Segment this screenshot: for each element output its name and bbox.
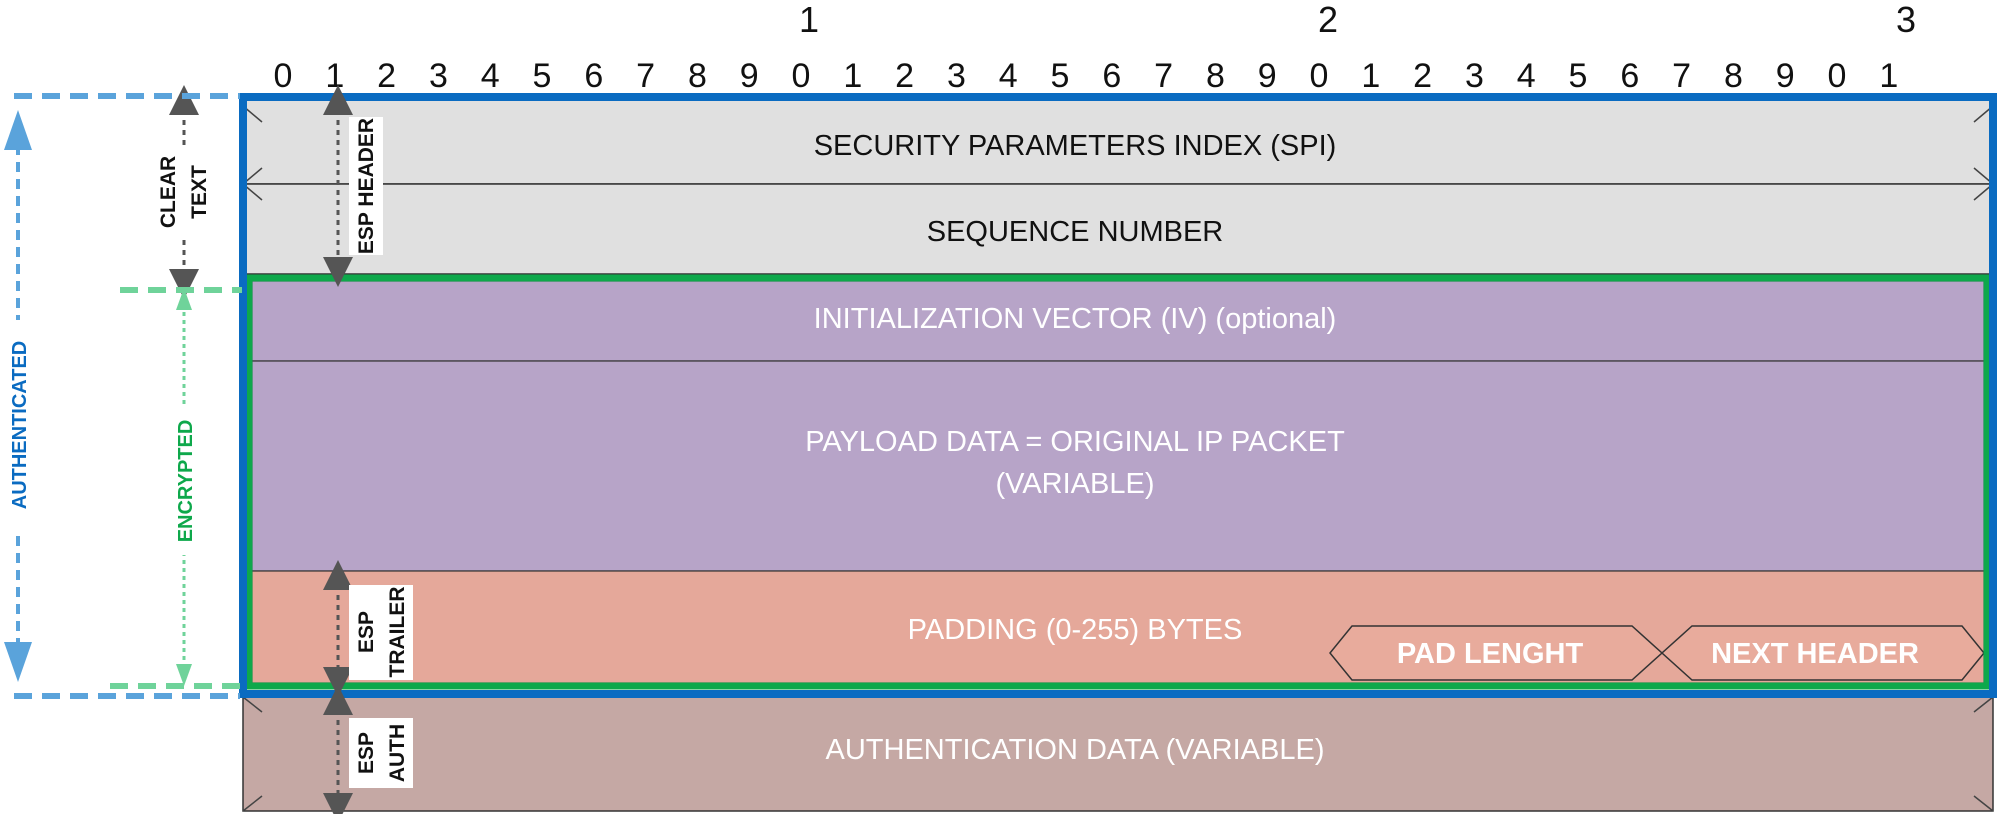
tick-bit-18: 8 <box>1206 57 1225 95</box>
esp-trailer-tag <box>349 585 413 680</box>
padding-label: PADDING (0-255) BYTES <box>908 614 1243 646</box>
tick-bit-25: 5 <box>1569 57 1588 95</box>
tick-bit-15: 5 <box>1051 57 1070 95</box>
auth-data-label: AUTHENTICATION DATA (VARIABLE) <box>826 734 1325 766</box>
tick-bit-14: 4 <box>999 57 1018 95</box>
tick-bit-22: 2 <box>1413 57 1432 95</box>
esp-auth-label-1: ESP <box>355 732 378 774</box>
auth-data-field <box>242 696 1994 812</box>
esp-header-tag <box>349 117 383 255</box>
tick-bit-3: 3 <box>429 57 448 95</box>
tick-bit-28: 8 <box>1724 57 1743 95</box>
authenticated-arrow-down <box>4 642 32 682</box>
esp-trailer-label-1: ESP <box>355 611 378 653</box>
tick-bit-20: 0 <box>1310 57 1329 95</box>
tick-bit-6: 6 <box>584 57 603 95</box>
tick-bit-16: 6 <box>1102 57 1121 95</box>
tick-bit-24: 4 <box>1517 57 1536 95</box>
encrypted-region-frame <box>245 274 1991 690</box>
clear-text-tag <box>150 145 218 235</box>
tick-bit-2: 2 <box>377 57 396 95</box>
tick-bit-21: 1 <box>1361 57 1380 95</box>
payload-field <box>251 360 1985 572</box>
tick-bit-26: 6 <box>1620 57 1639 95</box>
tick-bit-7: 7 <box>636 57 655 95</box>
encrypted-tag <box>172 405 198 555</box>
tick-tens-3: 3 <box>1896 0 1916 40</box>
tick-bit-30: 0 <box>1828 57 1847 95</box>
tick-bit-4: 4 <box>481 57 500 95</box>
sequence-number-label: SEQUENCE NUMBER <box>927 216 1224 248</box>
encrypted-label: ENCRYPTED <box>175 420 197 543</box>
tick-bit-23: 3 <box>1465 57 1484 95</box>
payload-label-line1: PAYLOAD DATA = ORIGINAL IP PACKET <box>805 426 1345 458</box>
tick-bit-17: 7 <box>1154 57 1173 95</box>
esp-trailer-label-2: TRAILER <box>386 587 409 678</box>
next-header-field <box>1660 625 1985 681</box>
encrypted-arrow-down <box>176 664 192 686</box>
authenticated-tag <box>6 320 32 530</box>
authenticated-label: AUTHENTICATED <box>9 341 31 510</box>
encrypted-arrow-up <box>176 288 192 310</box>
tick-tens-1: 1 <box>799 0 819 40</box>
esp-auth-label-2: AUTH <box>386 724 409 782</box>
tick-bit-12: 2 <box>895 57 914 95</box>
tick-bit-1: 1 <box>325 57 344 95</box>
sequence-number-field <box>242 183 1994 275</box>
authenticated-arrow-up <box>4 110 32 150</box>
pad-length-field <box>1329 625 1664 681</box>
tick-bit-13: 3 <box>947 57 966 95</box>
bit-ruler-tens: 1 2 3 <box>799 0 1916 40</box>
clear-text-label-1: CLEAR <box>157 156 180 228</box>
spi-field <box>242 96 1994 185</box>
payload-label-line2: (VARIABLE) <box>995 468 1154 500</box>
tick-bit-10: 0 <box>792 57 811 95</box>
clear-text-label-2: TEXT <box>188 165 211 219</box>
tick-tens-2: 2 <box>1318 0 1338 40</box>
esp-header-label: ESP HEADER <box>355 118 378 254</box>
tick-bit-11: 1 <box>843 57 862 95</box>
tick-bit-9: 9 <box>740 57 759 95</box>
esp-auth-tag <box>349 718 413 788</box>
tick-bit-0: 0 <box>274 57 293 95</box>
next-header-label: NEXT HEADER <box>1711 638 1919 670</box>
pad-length-label: PAD LENGHT <box>1397 638 1584 670</box>
iv-label: INITIALIZATION VECTOR (IV) (optional) <box>814 303 1337 335</box>
tick-bit-27: 7 <box>1672 57 1691 95</box>
tick-bit-8: 8 <box>688 57 707 95</box>
tick-bit-19: 9 <box>1258 57 1277 95</box>
tick-bit-31: 1 <box>1879 57 1898 95</box>
spi-label: SECURITY PARAMETERS INDEX (SPI) <box>814 130 1337 162</box>
authenticated-region-frame <box>239 93 1997 698</box>
tick-bit-29: 9 <box>1776 57 1795 95</box>
tick-bit-5: 5 <box>533 57 552 95</box>
